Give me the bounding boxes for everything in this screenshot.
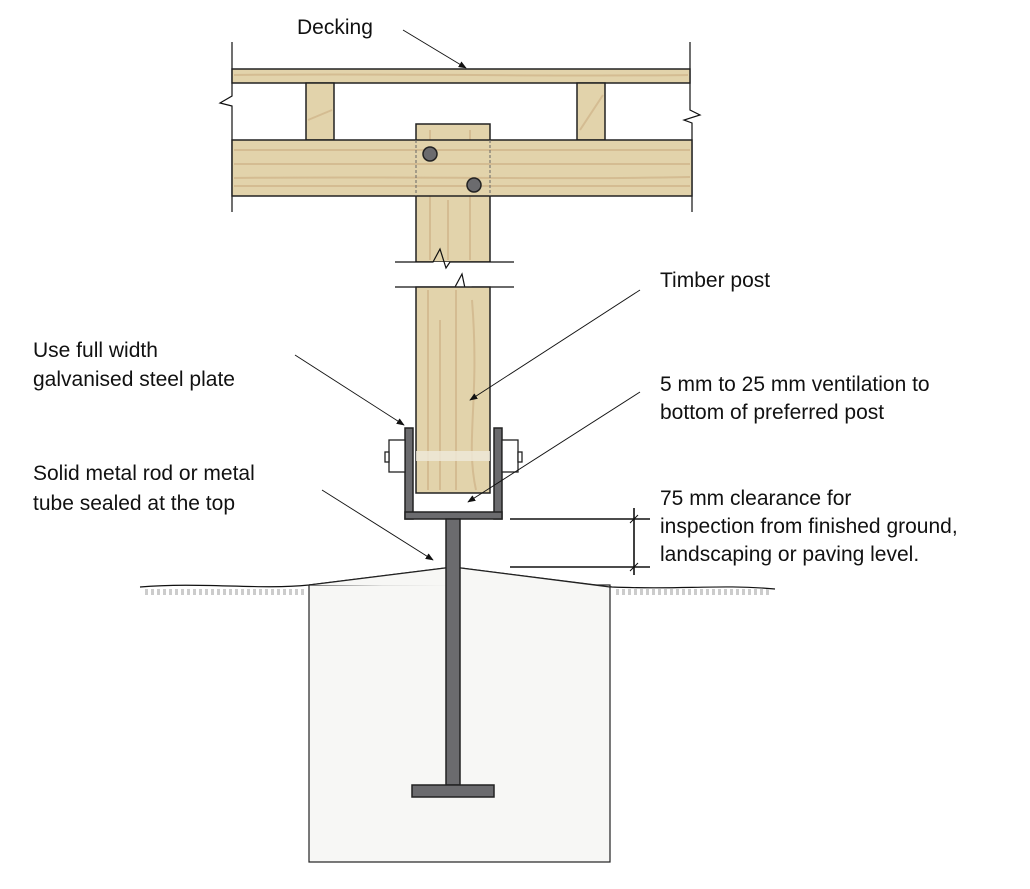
label-steel-plate: Use full width galvanised steel plate	[33, 339, 235, 391]
joists	[305, 82, 606, 141]
label-ventilation: 5 mm to 25 mm ventilation to bottom of p…	[660, 373, 935, 424]
post-break	[395, 247, 514, 295]
label-rod: Solid metal rod or metal tube sealed at …	[33, 462, 261, 515]
label-clearance: 75 mm clearance for inspection from fini…	[660, 487, 964, 566]
leader-lines	[294, 29, 641, 561]
label-decking: Decking	[297, 16, 373, 39]
timber-post-bottom	[415, 286, 491, 494]
decking-board	[231, 68, 691, 84]
label-timber-post: Timber post	[660, 269, 770, 292]
metal-rod	[411, 518, 495, 798]
clearance-dimension	[510, 508, 650, 575]
bolt-2	[466, 177, 482, 193]
steel-stirrup	[384, 427, 523, 520]
bolt-1	[422, 146, 438, 162]
bearer	[231, 139, 693, 197]
